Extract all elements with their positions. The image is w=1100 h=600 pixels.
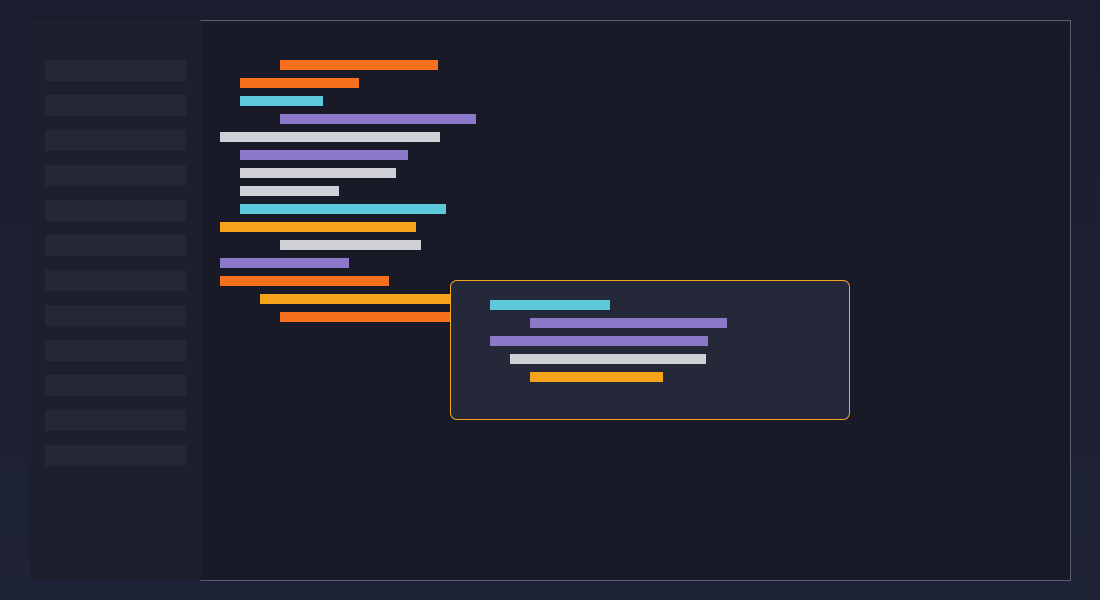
code-line — [240, 150, 408, 160]
sidebar-item[interactable] — [45, 200, 186, 221]
code-line — [220, 222, 416, 232]
code-line — [240, 96, 323, 106]
code-line — [240, 168, 396, 178]
suggestion-item[interactable] — [529, 317, 727, 328]
code-line — [260, 294, 460, 304]
code-line — [220, 258, 349, 268]
sidebar-item[interactable] — [45, 410, 186, 431]
sidebar-item[interactable] — [45, 305, 186, 326]
suggestion-item[interactable] — [529, 371, 663, 382]
suggestion-item[interactable] — [489, 335, 708, 346]
code-line — [220, 276, 389, 286]
sidebar-item[interactable] — [45, 130, 186, 151]
code-line — [240, 78, 359, 88]
sidebar-item[interactable] — [45, 235, 186, 256]
sidebar — [30, 20, 201, 580]
sidebar-item[interactable] — [45, 95, 186, 116]
sidebar-item[interactable] — [45, 60, 186, 81]
code-line — [220, 132, 440, 142]
sidebar-item[interactable] — [45, 445, 186, 466]
code-line — [280, 114, 476, 124]
code-line — [280, 240, 421, 250]
code-line — [240, 204, 446, 214]
sidebar-item[interactable] — [45, 375, 186, 396]
code-line — [280, 312, 460, 322]
suggestion-item[interactable] — [509, 353, 706, 364]
sidebar-item[interactable] — [45, 340, 186, 361]
code-line — [280, 60, 438, 70]
suggestion-item[interactable] — [489, 299, 610, 310]
autocomplete-popup[interactable] — [450, 280, 850, 420]
sidebar-item[interactable] — [45, 270, 186, 291]
sidebar-item[interactable] — [45, 165, 186, 186]
code-line — [240, 186, 339, 196]
